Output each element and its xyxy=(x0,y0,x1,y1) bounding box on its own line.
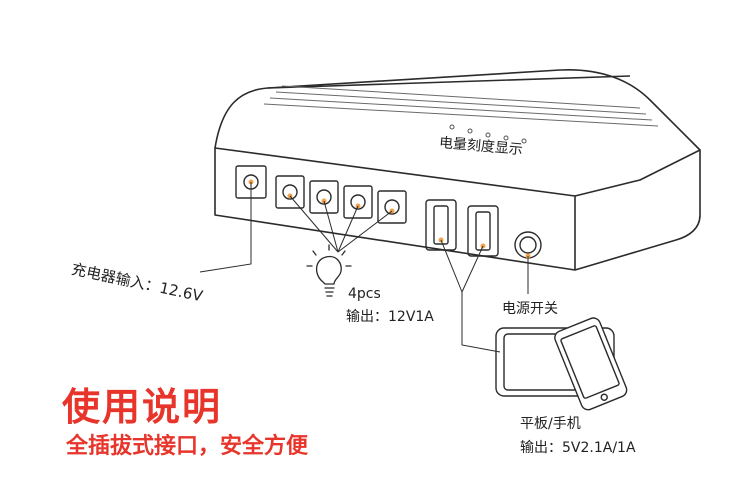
dc-jack-1 xyxy=(282,184,298,200)
callout-usb-2 xyxy=(461,245,484,293)
led-4 xyxy=(503,135,509,141)
callout-dc-3 xyxy=(337,205,359,253)
light-bulb-icon xyxy=(306,244,352,297)
dc-jack-4 xyxy=(384,199,400,215)
usb-port-1-slot xyxy=(433,205,449,245)
usb-port-1 xyxy=(425,199,457,251)
phone-icon xyxy=(554,317,628,411)
instructions-title: 使用说明 xyxy=(62,385,223,429)
callout-usb-device xyxy=(461,292,501,353)
device-side-edge xyxy=(574,149,701,197)
front-panel-ports xyxy=(235,165,542,259)
device-top-ridge xyxy=(267,75,631,89)
device-front-outline xyxy=(214,147,576,271)
callout-usb-1 xyxy=(440,239,463,293)
led-1 xyxy=(449,124,455,130)
vent-lines xyxy=(263,85,659,127)
dc-jack-2 xyxy=(316,189,332,205)
callout-dc-4 xyxy=(337,210,393,253)
power-switch-button xyxy=(519,236,537,254)
dc-count-label: 4pcs xyxy=(348,286,381,302)
callout-charger-input xyxy=(199,182,252,273)
dc-port-4 xyxy=(377,190,407,224)
led-3 xyxy=(485,132,491,138)
dc-port-1 xyxy=(275,175,305,209)
usb-output-label: 输出：5V2.1A/1A xyxy=(520,440,636,456)
dc-jack-3 xyxy=(350,194,366,210)
power-switch-label: 电源开关 xyxy=(502,301,558,317)
usb-port-2-slot xyxy=(475,211,491,251)
led-5 xyxy=(521,138,527,144)
instructions-subtitle: 全插拔式接口，安全方便 xyxy=(66,434,309,459)
battery-level-leds xyxy=(449,124,527,144)
dc-port-3 xyxy=(343,185,373,219)
callout-dc-1 xyxy=(289,195,339,253)
usb-device-label: 平板/手机 xyxy=(520,416,581,432)
tablet-phone-illustration xyxy=(495,317,628,411)
callout-lines xyxy=(199,182,529,353)
led-2 xyxy=(467,128,473,134)
device-body xyxy=(214,68,701,271)
device-top-outline xyxy=(214,68,701,271)
callout-dc-2 xyxy=(323,200,339,253)
dc-output-label: 输出：12V1A xyxy=(346,309,434,325)
dc-port-2 xyxy=(309,180,339,214)
usb-port-2 xyxy=(467,205,499,257)
